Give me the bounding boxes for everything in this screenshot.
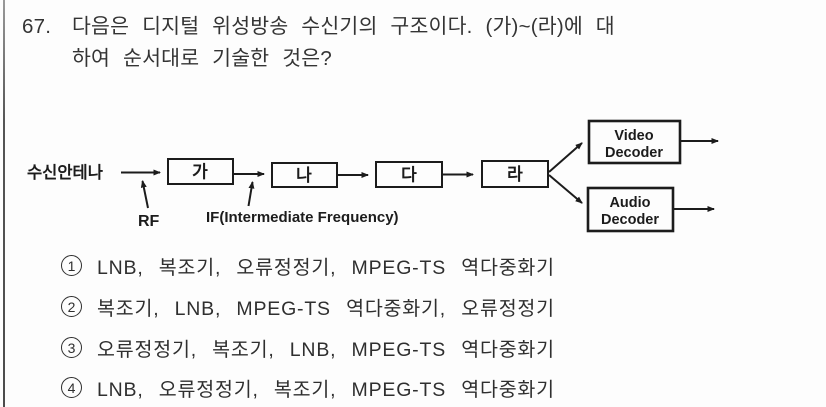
diagram-svg: 수신안테나 가 나 다 라 Video Decoder Audio Decode…	[27, 119, 719, 233]
rf-label: RF	[138, 213, 160, 230]
video-decoder-label-line2: Decoder	[605, 145, 663, 161]
option-1-marker: 1	[61, 255, 82, 276]
option-2-text: 복조기, LNB, MPEG-TS 역다중화기, 오류정정기	[97, 298, 555, 320]
option-row-2: 2 복조기, LNB, MPEG-TS 역다중화기, 오류정정기	[61, 295, 555, 320]
question-text-line1: 다음은 디지털 위성방송 수신기의 구조이다. (가)~(라)에 대	[72, 15, 615, 38]
option-row-4: 4 LNB, 오류정정기, 복조기, MPEG-TS 역다중화기	[61, 376, 555, 401]
block-label-ga: 가	[192, 163, 208, 182]
option-3-marker: 3	[61, 337, 82, 358]
block-label-da: 다	[401, 166, 417, 185]
column-divider-line	[3, 0, 5, 407]
option-1-text: LNB, 복조기, 오류정정기, MPEG-TS 역다중화기	[97, 257, 555, 279]
block-label-na: 나	[296, 166, 312, 185]
audio-decoder-label-line1: Audio	[609, 195, 650, 211]
block-box-na	[271, 162, 338, 188]
if-pointer-arrow	[247, 181, 255, 207]
rf-pointer-arrow	[140, 180, 149, 209]
option-4-marker: 4	[61, 377, 82, 398]
arrow-ra-to-video	[548, 142, 583, 173]
block-box-ra	[481, 160, 549, 188]
option-row-1: 1 LNB, 복조기, 오류정정기, MPEG-TS 역다중화기	[61, 254, 555, 279]
if-label: IF(Intermediate Frequency)	[206, 209, 399, 226]
block-label-ra: 라	[507, 165, 523, 184]
arrow-ra-to-audio	[548, 174, 583, 204]
antenna-label: 수신안테나	[27, 163, 103, 182]
video-decoder-box	[587, 119, 682, 165]
option-row-3: 3 오류정정기, 복조기, LNB, MPEG-TS 역다중화기	[61, 336, 555, 361]
block-box-da	[375, 161, 443, 188]
option-2-marker: 2	[61, 296, 82, 317]
question-block: 67. 다음은 디지털 위성방송 수신기의 구조이다. (가)~(라)에 대 하…	[22, 11, 792, 75]
question-number: 67.	[22, 15, 52, 38]
option-4-text: LNB, 오류정정기, 복조기, MPEG-TS 역다중화기	[97, 379, 555, 401]
audio-decoder-box	[586, 186, 675, 233]
video-decoder-label-line1: Video	[614, 128, 653, 144]
option-3-text: 오류정정기, 복조기, LNB, MPEG-TS 역다중화기	[97, 339, 555, 361]
block-box-ga	[167, 158, 234, 185]
audio-decoder-label-line2: Decoder	[601, 212, 659, 228]
receiver-block-diagram: 수신안테나 가 나 다 라 Video Decoder Audio Decode…	[0, 100, 826, 235]
question-text-line2: 하여 순서대로 기술한 것은?	[72, 47, 332, 70]
